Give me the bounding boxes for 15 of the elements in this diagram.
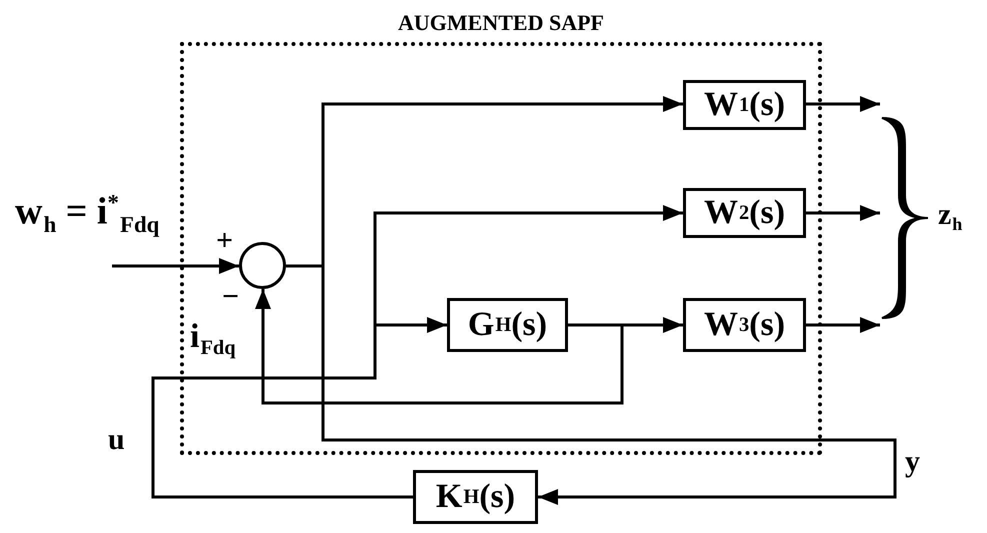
signal-label: u [108, 425, 125, 455]
signal-arrow [806, 205, 880, 221]
summing-junction [239, 242, 286, 289]
curly-brace [880, 116, 930, 320]
signal-arrow [806, 96, 880, 112]
signal-arrow [110, 258, 240, 274]
output-signal-label: z$_{h}$ [938, 200, 962, 234]
group-heading: AUGMENTED SAPF [397, 10, 605, 36]
signal-label: y [905, 447, 920, 477]
feedback-signal-label: i$_{Fdq}$ [190, 320, 236, 359]
plus-sign: + [216, 226, 234, 256]
signal-arrow [255, 289, 624, 404]
signal-arrow [152, 317, 447, 498]
signal-arrow [806, 317, 880, 333]
minus-sign: − [222, 282, 240, 312]
